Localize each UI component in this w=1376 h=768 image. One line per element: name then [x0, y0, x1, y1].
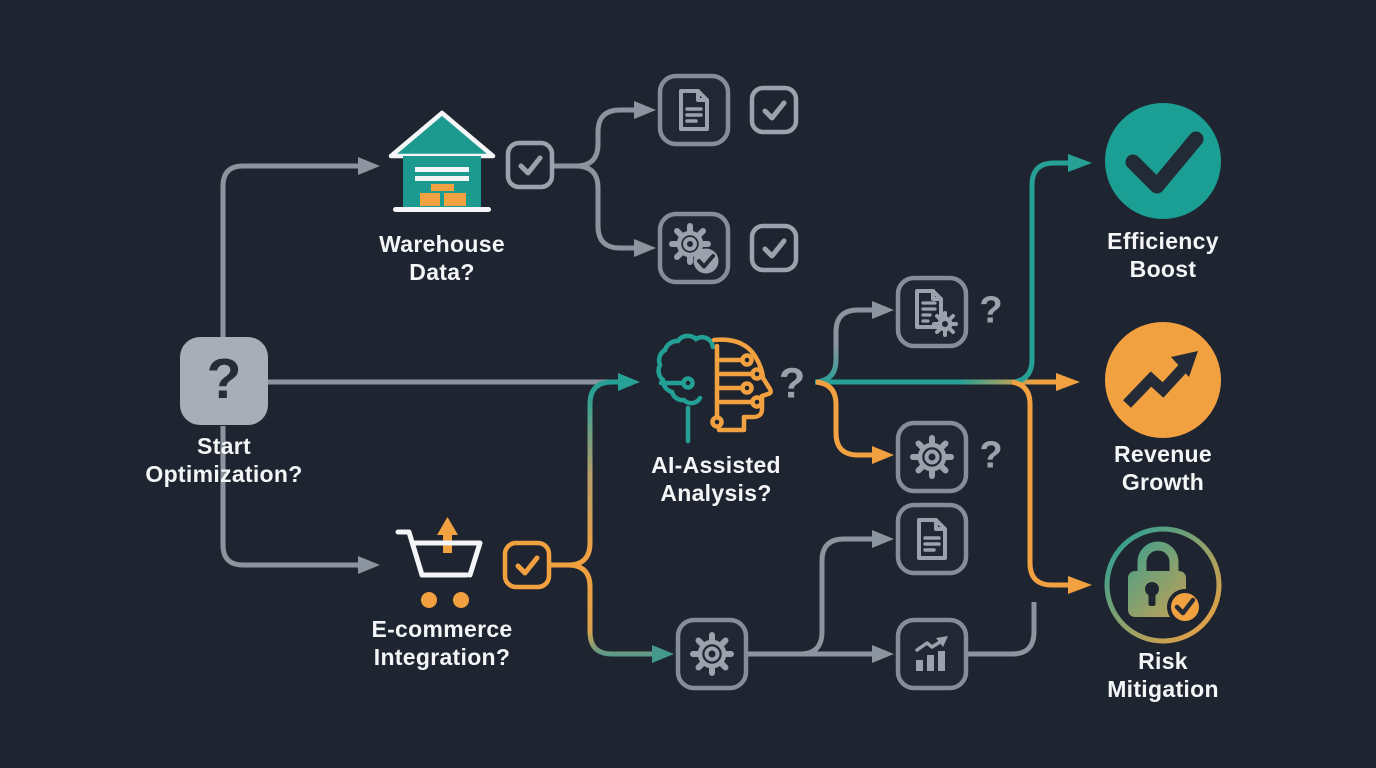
connector-start-warehouse: [220, 163, 358, 337]
connector-start-ecommerce: [220, 426, 358, 568]
arrow-risk-icon: [1068, 576, 1092, 594]
ecommerce-checkbox-checked-icon: [502, 540, 552, 590]
connector-ai-gear: [815, 379, 872, 458]
revenue-label: Revenue Growth: [1114, 441, 1212, 495]
connector-warehouse-doc: [575, 107, 634, 169]
arrow-ecommerce-icon: [358, 556, 380, 574]
connector-warehouse-gearcheck: [575, 163, 634, 251]
efficiency-check-icon: [1105, 103, 1221, 219]
bottom-gear-icon: [675, 617, 749, 691]
warehouse-label: Warehouse Data?: [379, 231, 505, 285]
arrow-ai-icon: [618, 373, 640, 391]
warehouse-checkbox-checked-icon: [505, 140, 555, 190]
efficiency-label: Efficiency Boost: [1107, 228, 1219, 282]
connector-gear-doc: [799, 536, 872, 657]
arrow-gearcheck-icon: [634, 239, 656, 257]
document-gear-icon: [895, 275, 969, 349]
start-question-mark: ?: [206, 347, 242, 411]
ecommerce-label: E-commerce Integration?: [371, 616, 513, 670]
arrow-docgear-icon: [872, 301, 894, 319]
arrow-gear-pending-icon: [872, 446, 894, 464]
ai-question-mark: ?: [778, 359, 806, 408]
doc-gear-question-mark: ?: [979, 289, 1003, 332]
arrow-warehouse-icon: [358, 157, 380, 175]
arrow-revenue-icon: [1056, 373, 1080, 391]
risk-lock-icon: [1104, 526, 1222, 644]
connector-junction-risk: [1011, 379, 1068, 588]
start-node: [180, 337, 268, 425]
connector-ecommerce-gear: [567, 562, 652, 657]
arrow-bottom-doc-icon: [872, 530, 894, 548]
ecommerce-cart-icon: [395, 517, 483, 608]
gear-icon: [895, 420, 969, 494]
gear-check-icon: [657, 211, 731, 285]
connector-ai-docgear: [815, 307, 872, 385]
connector-ecommerce-ai: [567, 379, 618, 568]
connector-junction-efficiency: [1013, 160, 1068, 385]
arrowheads: [358, 101, 1092, 663]
document-icon: [657, 73, 731, 147]
start-label: Start Optimization?: [145, 433, 303, 487]
ai-label: AI-Assisted Analysis?: [651, 452, 781, 506]
arrow-efficiency-icon: [1068, 154, 1092, 172]
document-checkbox-checked-icon: [749, 85, 799, 135]
bottom-document-icon: [895, 502, 969, 576]
start-question-box: [180, 337, 268, 425]
gear-question-mark: ?: [979, 434, 1003, 477]
ai-brain-head-icon: [656, 333, 773, 444]
connectors: [220, 107, 1068, 657]
arrow-bottom-gear-icon: [652, 645, 674, 663]
arrow-chart-icon: [872, 645, 894, 663]
connector-chart-risk: [967, 602, 1037, 657]
chart-icon: [895, 617, 969, 691]
risk-label: Risk Mitigation: [1107, 648, 1219, 702]
warehouse-icon: [388, 110, 496, 212]
gear-checkbox-checked-icon: [749, 223, 799, 273]
arrow-doc-icon: [634, 101, 656, 119]
revenue-growth-icon: [1105, 322, 1221, 438]
